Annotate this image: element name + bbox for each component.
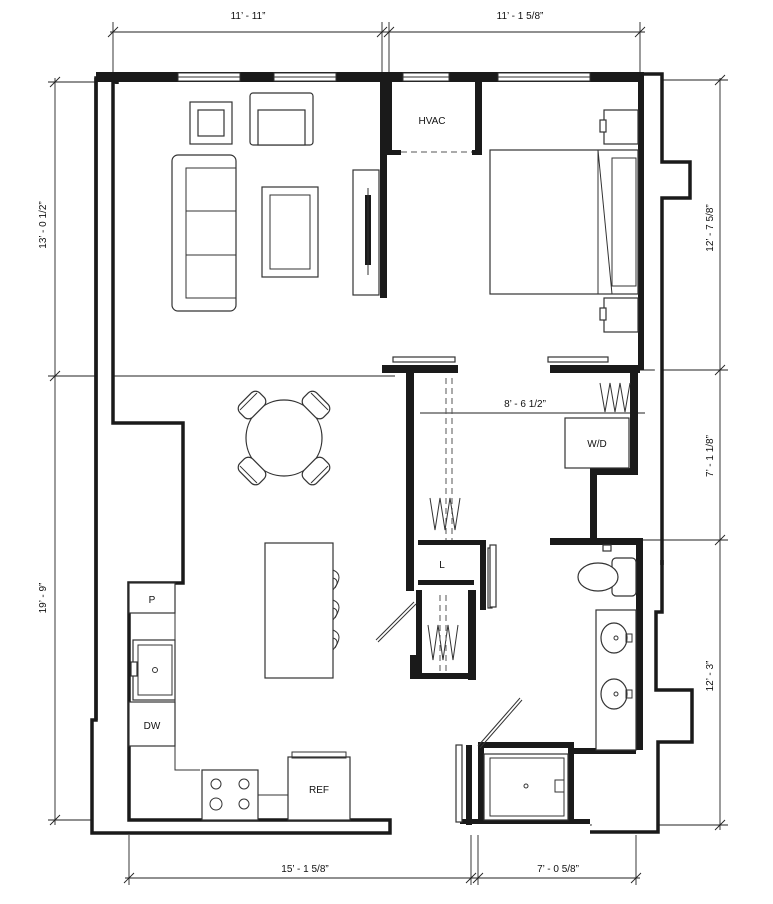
closets: W/D L (375, 378, 631, 672)
exterior-walls (90, 72, 694, 835)
dim-top-right: 11’ - 1 5/8” (497, 11, 544, 22)
bed (489, 149, 639, 295)
dim-right-lower: 12’ - 3” (705, 661, 716, 692)
dining-table (245, 399, 323, 477)
coffee-table (261, 186, 319, 278)
dim-right-upper: 12’ - 7 5/8” (705, 204, 716, 251)
dishwasher-label: DW (144, 721, 161, 732)
hanger-rack-1 (599, 382, 631, 413)
refrigerator (287, 756, 351, 821)
dim-bottom-left: 15’ - 1 5/8” (281, 864, 328, 875)
kitchen-sink (132, 639, 176, 701)
dimension-labels: 11’ - 11” 11’ - 1 5/8” 13’ - 0 1/2” 19’ … (38, 11, 716, 875)
living-room (171, 92, 380, 312)
dim-left-lower: 19’ - 9” (38, 583, 49, 614)
bath-door (477, 697, 521, 747)
hanger-rack-3 (427, 624, 459, 661)
washer-dryer (564, 417, 630, 469)
toilet-bowl (577, 562, 619, 592)
pantry-label: P (149, 595, 156, 606)
refrigerator-label: REF (309, 785, 329, 796)
bathroom (477, 544, 637, 821)
dim-bottom-right: 7’ - 0 5/8” (537, 864, 579, 875)
kitchen: P DW REF (128, 542, 351, 821)
bedroom (489, 109, 639, 333)
windows (177, 72, 591, 82)
dim-left-upper: 13’ - 0 1/2” (38, 201, 49, 248)
kitchen-island (264, 542, 334, 679)
dim-right-middle: 7’ - 1 1/8” (705, 435, 716, 477)
hanger-rack-2 (429, 497, 461, 531)
nightstand-bottom (603, 297, 639, 333)
pantry (128, 582, 176, 614)
dim-top-left: 11’ - 11” (231, 11, 266, 22)
wd-label: W/D (587, 439, 606, 450)
interior-walls (380, 82, 643, 825)
dim-closet: 8’ - 6 1/2” (504, 399, 546, 410)
dishwasher (128, 701, 176, 747)
sofa (171, 154, 237, 312)
shower (483, 753, 569, 821)
nightstand-top (603, 109, 639, 145)
range (201, 769, 259, 821)
dining (237, 390, 331, 486)
linen-label: L (439, 560, 445, 571)
closet-door (375, 601, 415, 641)
hvac-label: HVAC (418, 116, 445, 127)
